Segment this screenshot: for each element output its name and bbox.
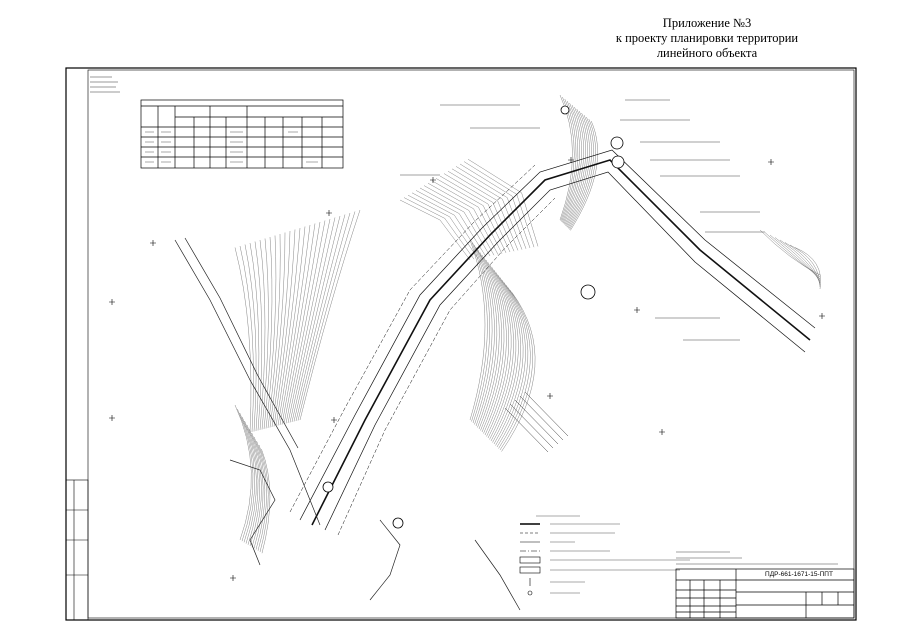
inner-frame: [87, 69, 855, 619]
title-block: [675, 568, 855, 619]
binding-strip: [65, 479, 89, 621]
table-values: [145, 131, 318, 163]
sheet-frame: [65, 67, 857, 621]
callout-labels: [400, 99, 765, 341]
hatched-block: [504, 391, 569, 453]
document-header: Приложение №3 к проекту планировки терри…: [587, 16, 827, 61]
route-angle-table: [140, 99, 344, 169]
branch-line: [174, 237, 521, 611]
route-point-markers: [322, 105, 625, 529]
terrain-contours: [234, 94, 821, 554]
stamp-notes: [676, 551, 838, 565]
appendix-subtitle-2: линейного объекта: [656, 46, 758, 60]
appendix-subtitle-1: к проекту планировки территории: [615, 31, 799, 45]
drawing-code: ПДР-661-1671-15-ППТ: [765, 571, 833, 578]
pipeline-corridor: [289, 149, 816, 536]
grid-crosses: [109, 157, 825, 581]
appendix-number: Приложение №3: [662, 16, 752, 30]
legend: [519, 515, 690, 596]
general-notes: [90, 76, 120, 93]
